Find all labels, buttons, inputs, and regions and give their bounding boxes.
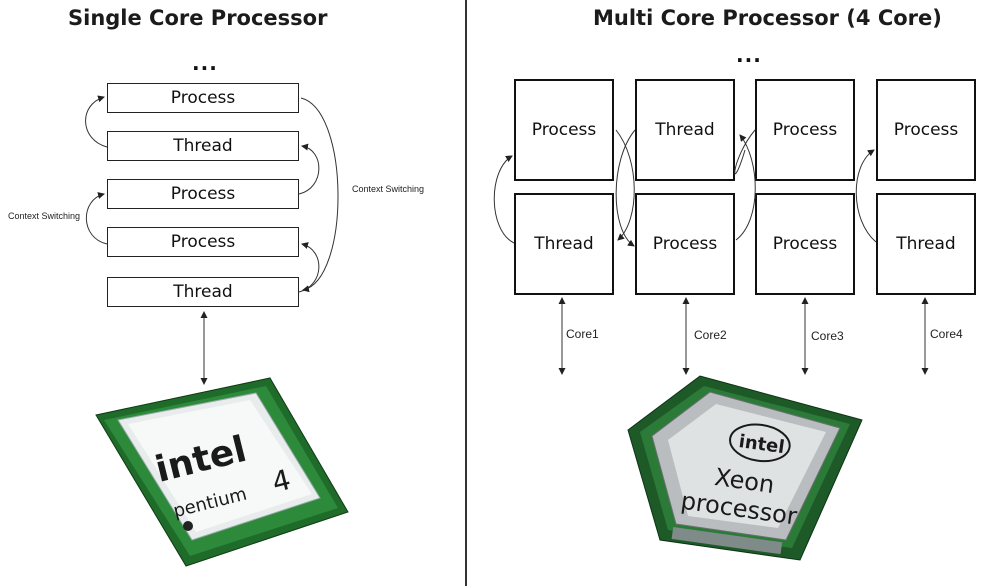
grid-loop-3 xyxy=(615,129,636,247)
core1-top-box: Process xyxy=(514,79,614,181)
multi-core-ellipsis: ... xyxy=(736,43,762,67)
loop-arrow-right-2 xyxy=(298,242,320,293)
loop-arrow-right-1 xyxy=(298,143,320,195)
single-core-box-5: Thread xyxy=(107,277,299,307)
loop-arrow-left-1 xyxy=(85,95,108,148)
single-core-box-3: Process xyxy=(107,179,299,209)
core4-bottom-box: Thread xyxy=(876,193,976,295)
core1-bottom-box: Thread xyxy=(514,193,614,295)
loop-arrow-left-2 xyxy=(85,192,108,245)
grid-loop-1 xyxy=(493,155,515,244)
multi-core-title: Multi Core Processor (4 Core) xyxy=(593,6,942,30)
core3-bottom-box: Process xyxy=(755,193,855,295)
single-core-box-2: Thread xyxy=(107,131,299,161)
grid-loop-4 xyxy=(735,134,756,241)
core4-top-box: Process xyxy=(876,79,976,181)
core2-bottom-box: Process xyxy=(635,193,735,295)
core4-label: Core4 xyxy=(930,327,963,341)
core3-top-box: Process xyxy=(755,79,855,181)
core3-label: Core3 xyxy=(811,329,844,343)
single-core-ellipsis: ... xyxy=(192,51,218,75)
grid-loop-2 xyxy=(615,129,635,241)
grid-loop-6 xyxy=(855,149,877,243)
single-core-title: Single Core Processor xyxy=(68,6,328,30)
single-core-box-4: Process xyxy=(107,227,299,257)
context-switching-right-label: Context Switching xyxy=(352,184,425,194)
pentium-chip-image: intel pentium 4 xyxy=(95,377,349,567)
context-switching-left-label: Context Switching xyxy=(8,211,81,221)
core2-top-box: Thread xyxy=(635,79,735,181)
section-divider xyxy=(465,0,467,586)
core1-label: Core1 xyxy=(566,327,599,341)
grid-loop-5 xyxy=(734,129,756,175)
single-core-box-1: Process xyxy=(107,83,299,113)
xeon-chip-image: intel Xeon processor xyxy=(627,375,863,561)
core2-label: Core2 xyxy=(694,328,727,342)
context-switch-arc xyxy=(300,97,339,293)
